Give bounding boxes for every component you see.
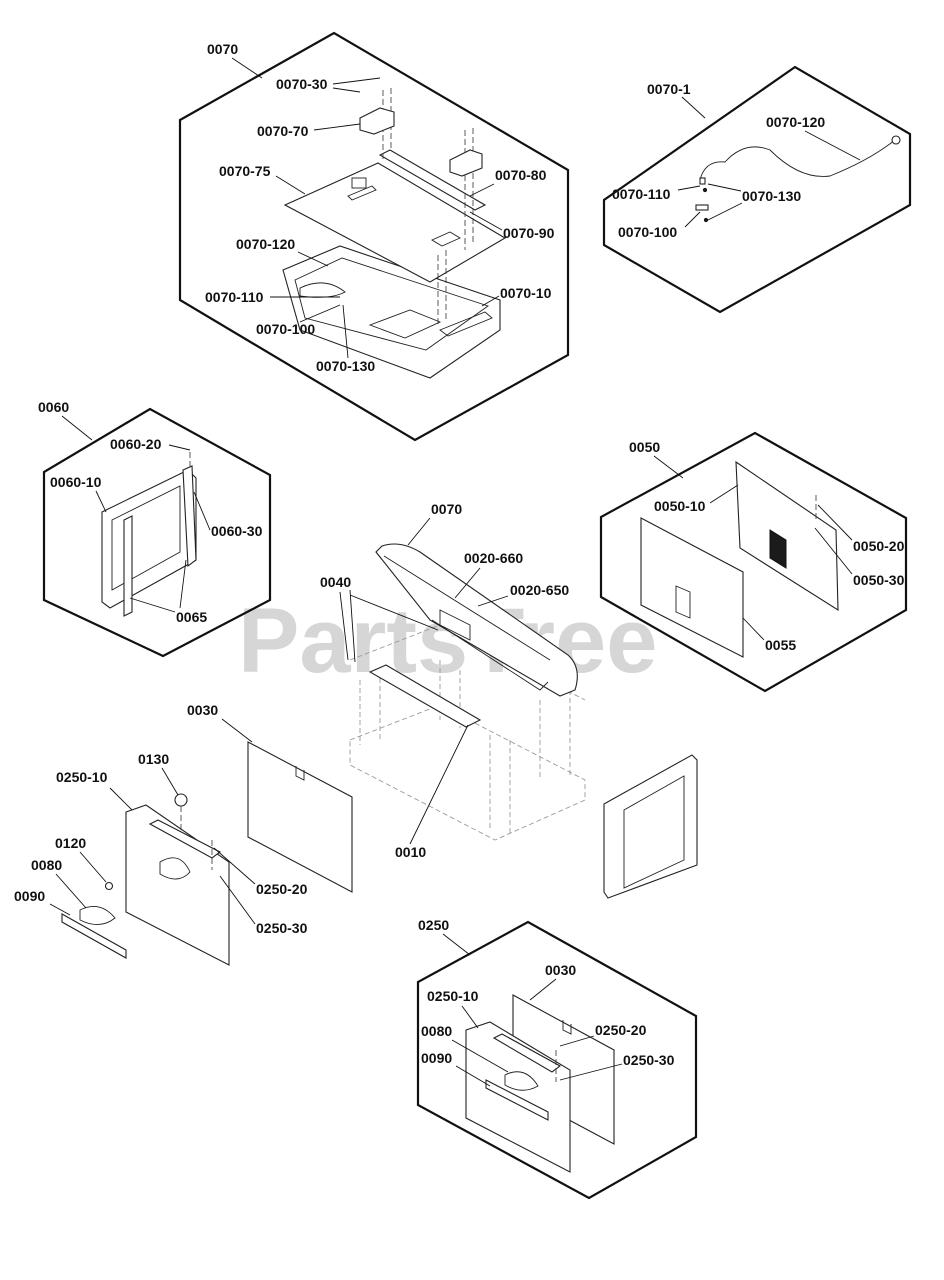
- label-kit-0250-30: 0250-30: [623, 1052, 675, 1068]
- label-0250-group: 0250: [418, 917, 449, 933]
- group-rear-panel: 0050 0050-10 0050-20 0050-30 0055: [599, 431, 908, 693]
- lid-top-plate: [283, 162, 507, 283]
- group-harness-kit-outline: [602, 65, 912, 314]
- group-front-panel-exploded: 0030 0130 0250-10 0120 0080 0090 0250-20…: [14, 702, 353, 966]
- label-0120: 0120: [55, 835, 86, 851]
- label-0055: 0055: [765, 637, 796, 653]
- label-0020-650: 0020-650: [510, 582, 569, 598]
- label-front-0250-20: 0250-20: [256, 881, 308, 897]
- label-harness-0070-130: 0070-130: [742, 188, 801, 204]
- insulation-panel: [247, 741, 353, 893]
- label-0050-group: 0050: [629, 439, 660, 455]
- label-harness-0070-110: 0070-110: [612, 186, 671, 202]
- group-side-door: 0060 0060-20 0060-10 0060-30 0065: [38, 399, 272, 658]
- label-0010: 0010: [395, 844, 426, 860]
- label-front-0250-30: 0250-30: [256, 920, 308, 936]
- label-0050-20: 0050-20: [853, 538, 905, 554]
- label-0070-120: 0070-120: [236, 236, 295, 252]
- hinge-bracket-left: [359, 107, 395, 135]
- label-0070-70: 0070-70: [257, 123, 309, 139]
- group-front-panel-kit-outline: [416, 920, 698, 1200]
- lid-rail: [378, 149, 487, 211]
- lid-base-tray: [282, 245, 501, 379]
- label-0070-group: 0070: [207, 41, 238, 57]
- front-door-panel: [125, 804, 230, 966]
- rear-frame: [735, 460, 839, 612]
- label-0070-1-group: 0070-1: [647, 81, 691, 97]
- group-front-panel-kit: 0250 0030 0250-10 0250-20 0080 0250-30 0…: [416, 917, 698, 1200]
- group-rear-panel-outline: [599, 431, 908, 693]
- handle-grip: [79, 905, 116, 925]
- label-kit-0250-10: 0250-10: [427, 988, 479, 1004]
- screw: [104, 881, 114, 891]
- group-lid-assembly: 0070 0070-30 0070-70 0070-75 0070-80 007…: [178, 31, 570, 442]
- label-0030: 0030: [187, 702, 218, 718]
- group-center-assembly: 0070 0020-660 0020-650 0040 0010: [320, 501, 698, 899]
- group-lid-assembly-outline: [178, 31, 570, 442]
- label-0060-10: 0060-10: [50, 474, 102, 490]
- label-front-0080: 0080: [31, 857, 62, 873]
- label-front-0250-10: 0250-10: [56, 769, 108, 785]
- label-0040: 0040: [320, 574, 351, 590]
- rear-cover-panel: [640, 517, 744, 658]
- trim-strip: [61, 913, 127, 959]
- label-center-0070: 0070: [431, 501, 462, 517]
- label-0070-30: 0070-30: [276, 76, 328, 92]
- label-0070-110: 0070-110: [205, 289, 264, 305]
- label-kit-0030: 0030: [545, 962, 576, 978]
- front-cross-bar: [368, 664, 482, 728]
- label-harness-0070-120: 0070-120: [766, 114, 825, 130]
- label-kit-0080: 0080: [421, 1023, 452, 1039]
- hinge-bracket-right: [449, 149, 483, 177]
- label-0050-30: 0050-30: [853, 572, 905, 588]
- label-0070-100: 0070-100: [256, 321, 315, 337]
- label-0070-75: 0070-75: [219, 163, 271, 179]
- right-side-door: [603, 754, 698, 899]
- label-kit-0250-20: 0250-20: [595, 1022, 647, 1038]
- label-0130: 0130: [138, 751, 169, 767]
- label-0060-30: 0060-30: [211, 523, 263, 539]
- door-strip: [123, 515, 133, 617]
- label-0070-90: 0070-90: [503, 225, 555, 241]
- group-side-door-outline: [42, 407, 272, 658]
- label-front-0090: 0090: [14, 888, 45, 904]
- label-0050-10: 0050-10: [654, 498, 706, 514]
- label-kit-0090: 0090: [421, 1050, 452, 1066]
- wire-harness: [699, 139, 896, 181]
- knob: [174, 793, 188, 807]
- label-0060-20: 0060-20: [110, 436, 162, 452]
- label-0070-10: 0070-10: [500, 285, 552, 301]
- group-harness-kit: 0070-1 0070-120 0070-110 0070-130 0070-1…: [602, 65, 912, 314]
- label-0070-130: 0070-130: [316, 358, 375, 374]
- label-0065: 0065: [176, 609, 207, 625]
- label-harness-0070-100: 0070-100: [618, 224, 677, 240]
- label-0070-80: 0070-80: [495, 167, 547, 183]
- label-0020-660: 0020-660: [464, 550, 523, 566]
- label-0060-group: 0060: [38, 399, 69, 415]
